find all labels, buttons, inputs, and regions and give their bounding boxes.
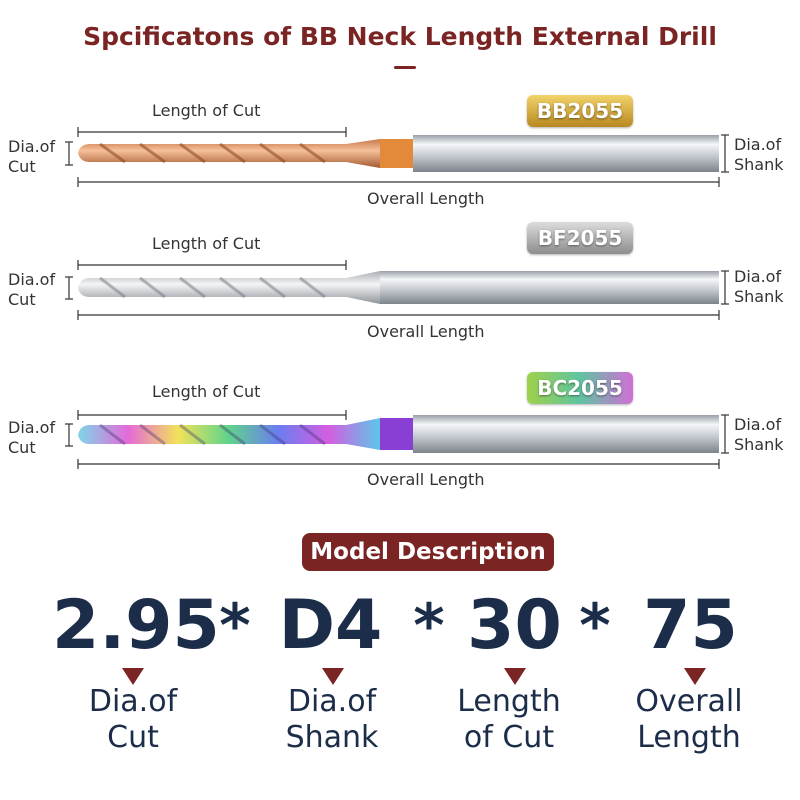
down-arrow-icon [322,668,344,685]
separator-star: * [579,591,611,661]
model-badge: BF2055 [527,222,633,254]
model-badge: BC2055 [527,372,633,404]
down-arrow-icon [504,668,526,685]
separator-star: * [219,591,251,661]
separator-star: * [413,591,445,661]
drill-diagram [65,410,729,469]
value-dia-cut: 2.95 [52,586,220,665]
value-length-of-cut: 30 [467,586,562,665]
page-title: Spcificatons of BB Neck Length External … [83,22,717,51]
model-description-heading: Model Description [302,533,554,571]
drill-diagram [65,260,729,320]
overall-length-label: Overall Length [367,470,485,489]
model-badge: BB2055 [527,95,633,127]
down-arrow-icon [684,668,706,685]
overall-length-label: Overall Length [367,189,485,208]
length-of-cut-label: Length of Cut [152,234,261,253]
drill-diagram [65,127,729,187]
length-of-cut-label: Length of Cut [152,382,261,401]
overall-length-label: Overall Length [367,322,485,341]
title-underline [394,66,416,69]
down-arrow-icon [122,668,144,685]
value-dia-shank: D4 [278,586,383,665]
value-overall-length: 75 [643,586,738,665]
length-of-cut-label: Length of Cut [152,101,261,120]
